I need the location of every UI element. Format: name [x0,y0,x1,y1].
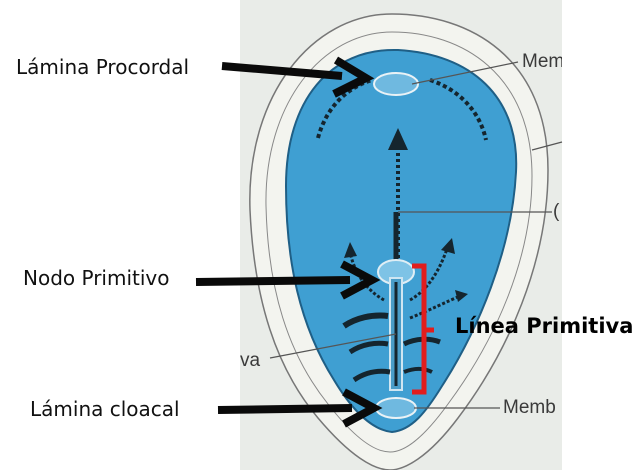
leader-line-bottom-left [269,333,397,359]
label-linea-primitiva: Línea Primitiva [455,314,634,338]
mesoderm-arrow-left-upper [348,251,385,302]
mesoderm-arrow-right-upper-head [441,238,455,254]
embryonic-disc [284,48,518,434]
leader-line-membrane-right [531,141,563,151]
arrow-nodo-primitivo [195,260,381,300]
mesoderm-bar-left-1 [342,312,389,329]
inner-membrane [265,31,533,453]
photo-label-bottom-left: va [240,350,261,371]
mesoderm-arrow-left-upper-head [344,242,357,258]
notochord-arrow-head [388,128,408,150]
head-fold-dashes [316,78,373,139]
label-lamina-procordal: Lámina Procordal [16,55,190,79]
label-lamina-cloacal: Lámina cloacal [30,397,180,421]
leader-line-top-right [411,61,519,85]
photo-label-bottom-right: Memb [503,397,556,418]
photo-label-top-right: Mem [522,51,562,72]
mesoderm-bar-right-2 [403,367,433,374]
label-nodo-primitivo: Nodo Primitivo [23,266,170,290]
arrow-lamina-procordal [221,56,375,98]
mesoderm-arrow-right-upper [409,245,450,302]
primitive-streak-bracket [412,263,434,395]
photo-label-mid-right: ( [553,201,560,222]
prechordal-plate [373,72,419,96]
mesoderm-arrow-right-lower [409,294,461,320]
mesoderm-bar-left-2 [348,340,389,355]
arrow-lamina-cloacal [217,388,383,428]
mesoderm-bar-left-3 [352,368,391,383]
mesoderm-arrow-right-lower-head [455,290,468,302]
head-fold-dashes-right [429,78,488,141]
